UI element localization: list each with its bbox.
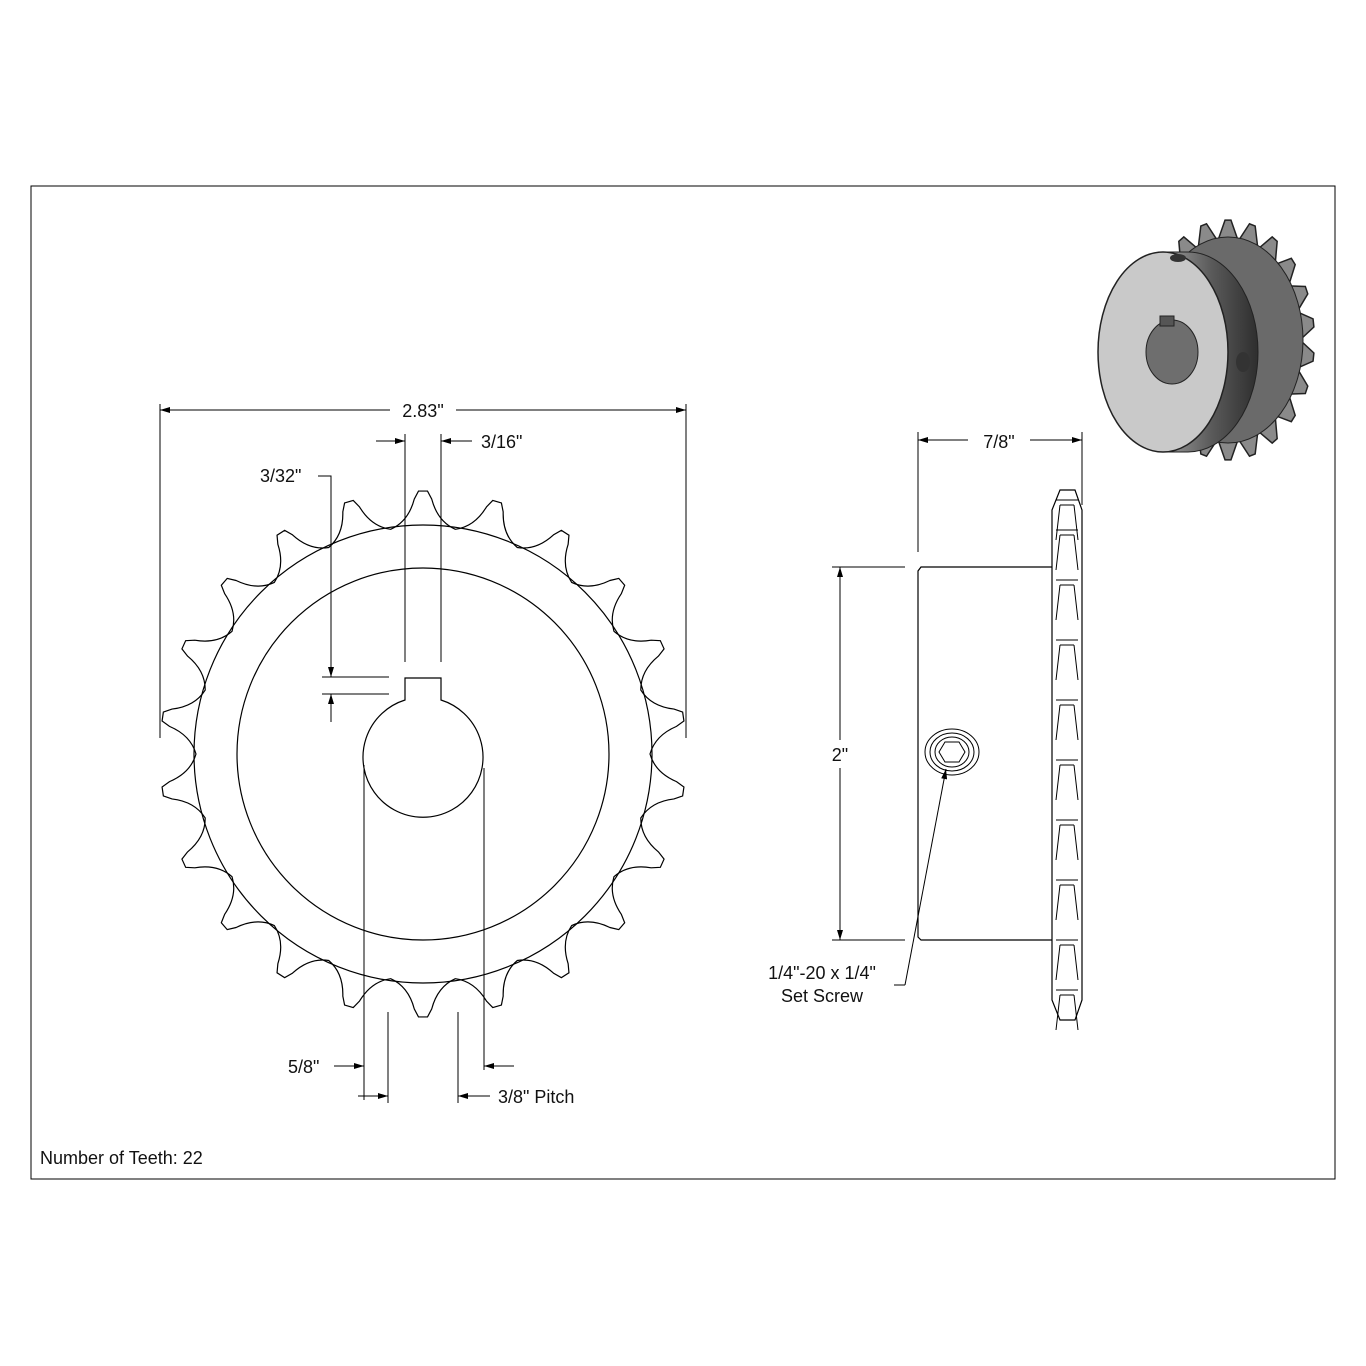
side-teeth-detail xyxy=(1055,499,1079,1031)
side-tooth xyxy=(1055,989,1079,1031)
set-screw-label-line1: 1/4"-20 x 1/4" xyxy=(768,963,876,983)
side-tooth xyxy=(1055,639,1079,681)
sprocket-teeth-outline xyxy=(161,490,685,1018)
bore-label: 5/8" xyxy=(288,1057,319,1077)
dimension-width: 7/8" xyxy=(917,432,1083,552)
set-screw-icon xyxy=(924,728,980,776)
side-tooth xyxy=(1055,499,1079,541)
side-tooth xyxy=(1055,579,1079,621)
side-view: 1/4"-20 x 1/4" Set Screw xyxy=(768,489,1083,1031)
set-screw-label-line2: Set Screw xyxy=(781,986,864,1006)
sheet-border xyxy=(30,185,1336,1180)
dimension-keyway-depth: 3/32" xyxy=(260,466,389,722)
hub-circle xyxy=(236,567,610,941)
pitch-label: 3/8" Pitch xyxy=(498,1087,574,1107)
side-tooth xyxy=(1055,529,1079,571)
side-tooth xyxy=(1055,759,1079,801)
keyway-depth-label: 3/32" xyxy=(260,466,301,486)
keyway-width-label: 3/16" xyxy=(481,432,522,452)
dimension-hub-diameter: 2" xyxy=(832,566,905,941)
dimension-bore: 5/8" xyxy=(288,765,514,1100)
side-tooth xyxy=(1055,699,1079,741)
teeth-count-label: Number of Teeth: 22 xyxy=(40,1148,203,1168)
side-tooth xyxy=(1055,819,1079,861)
side-tooth xyxy=(1055,879,1079,921)
hub-profile xyxy=(917,566,1052,941)
side-tooth xyxy=(1055,939,1079,981)
sprocket-plate-profile xyxy=(1051,489,1083,1021)
dimension-pitch: 3/8" Pitch xyxy=(358,1012,574,1107)
hub-diameter-label: 2" xyxy=(832,745,848,765)
sprocket-3d-render xyxy=(1097,219,1315,461)
root-circle xyxy=(193,524,653,984)
front-view xyxy=(161,490,685,1018)
dimension-overall-diameter: 2.83" xyxy=(159,401,687,738)
dimension-keyway-width: 3/16" xyxy=(376,432,522,662)
overall-diameter-label: 2.83" xyxy=(402,401,443,421)
bore-with-keyway xyxy=(362,677,484,818)
width-label: 7/8" xyxy=(983,432,1014,452)
